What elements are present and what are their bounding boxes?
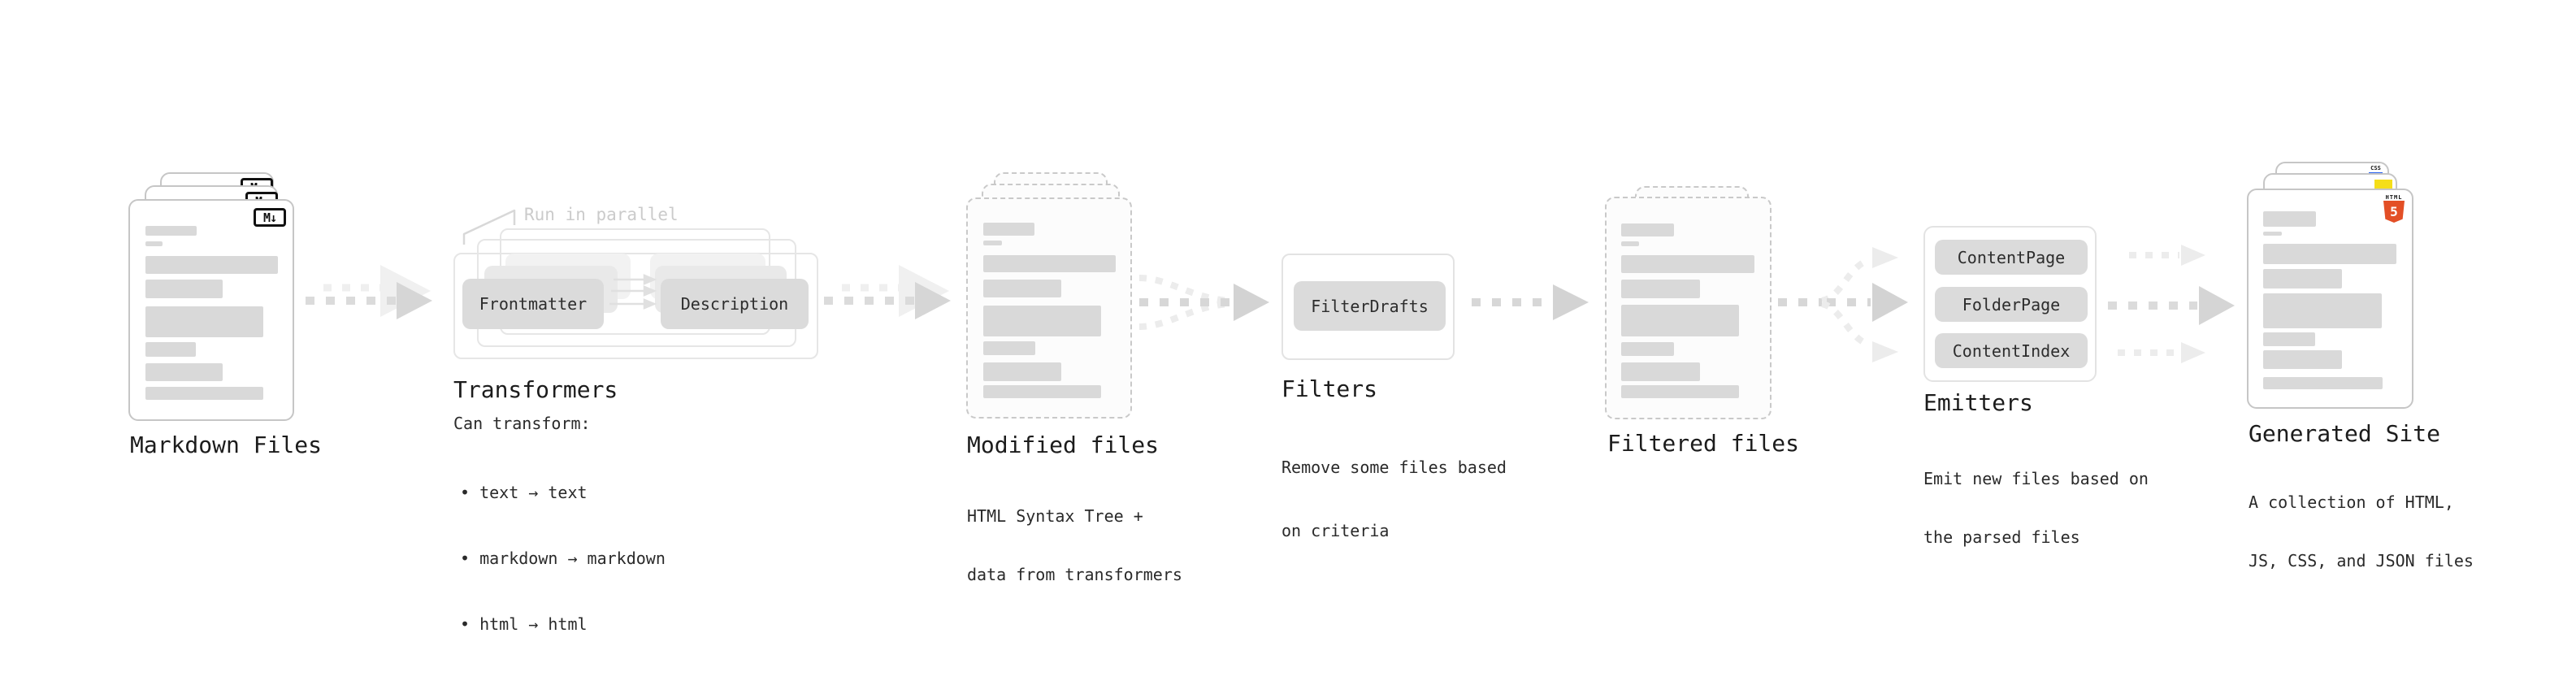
- text-placeholder-bar: [1621, 241, 1639, 246]
- text-placeholder-bar: [1621, 280, 1700, 298]
- transformer-pill-description: Description: [661, 279, 809, 329]
- filters-caption: Remove some files based on criteria: [1281, 414, 1507, 583]
- transformer-frame-front: [453, 253, 818, 359]
- text-placeholder-bar: [2263, 332, 2315, 346]
- text-placeholder-bar: [983, 255, 1116, 272]
- text-placeholder-bar: [1621, 342, 1674, 356]
- text-placeholder-bar: [1621, 305, 1739, 336]
- text-placeholder-bar: [145, 241, 163, 246]
- text-placeholder-bar: [145, 363, 223, 381]
- filtered-files-label: Filtered files: [1607, 430, 1800, 457]
- text-placeholder-bar: [983, 306, 1101, 336]
- flow-arrow-filters-to-filtered: [1472, 284, 1589, 320]
- transform-item: • html → html: [460, 614, 588, 634]
- transform-item: • text → text: [460, 483, 588, 502]
- text-placeholder-bar: [1621, 223, 1674, 236]
- text-placeholder-bar: [983, 241, 1002, 245]
- text-placeholder-bar: [1621, 255, 1754, 273]
- text-placeholder-bar: [145, 256, 278, 274]
- html5-icon-text: HTML: [2385, 194, 2403, 201]
- caption-line: HTML Syntax Tree +: [967, 506, 1143, 526]
- caption-line: the parsed files: [1923, 527, 2080, 547]
- caption-line: Emit new files based on: [1923, 469, 2149, 488]
- text-placeholder-bar: [2263, 244, 2396, 264]
- markdown-icon: M↓: [254, 208, 286, 227]
- modified-files-caption: HTML Syntax Tree + data from transformer…: [967, 467, 1182, 623]
- generated-site-label: Generated Site: [2249, 420, 2441, 447]
- text-placeholder-bar: [145, 387, 263, 400]
- text-placeholder-bar: [145, 226, 197, 236]
- transformers-caption-title: Can transform:: [453, 414, 591, 433]
- flow-arrow-filtered-to-emitters: [1778, 247, 1908, 362]
- text-placeholder-bar: [983, 280, 1061, 297]
- html5-icon: HTML 5: [2383, 194, 2405, 223]
- markdown-card-front: M↓: [128, 199, 294, 421]
- html5-icon-number: 5: [2390, 204, 2398, 219]
- text-placeholder-bar: [2263, 269, 2342, 288]
- generated-card-front: HTML 5: [2247, 189, 2413, 409]
- caption-line: JS, CSS, and JSON files: [2249, 551, 2474, 570]
- emitter-pill-folderpage: FolderPage: [1935, 287, 2088, 322]
- text-placeholder-bar: [145, 306, 263, 337]
- flow-arrow-modified-to-filters: [1138, 275, 1269, 330]
- html5-icon-shield: 5: [2383, 201, 2405, 223]
- caption-line: data from transformers: [967, 565, 1182, 584]
- filters-label: Filters: [1281, 375, 1378, 402]
- text-placeholder-bar: [2263, 211, 2316, 227]
- filter-pill-filterdrafts: FilterDrafts: [1294, 281, 1446, 331]
- caption-line: Remove some files based: [1281, 458, 1507, 477]
- css-icon-text: CSS: [2370, 165, 2381, 171]
- flow-arrow-transformers-to-modified: [824, 265, 951, 319]
- caption-line: A collection of HTML,: [2249, 492, 2454, 512]
- caption-line: on criteria: [1281, 521, 1390, 540]
- text-placeholder-bar: [983, 362, 1061, 381]
- text-placeholder-bar: [983, 385, 1101, 398]
- transformer-pill-frontmatter: Frontmatter: [462, 279, 604, 329]
- generated-site-caption: A collection of HTML, JS, CSS, and JSON …: [2249, 453, 2474, 609]
- flow-arrows-emitters-to-generated: [2108, 245, 2235, 363]
- flow-arrow-markdown-to-transformers: [306, 265, 432, 319]
- text-placeholder-bar: [145, 280, 223, 298]
- run-in-parallel-annotation: Run in parallel: [524, 205, 679, 224]
- modified-files-label: Modified files: [967, 432, 1160, 458]
- parallel-arrows-icon: [609, 274, 657, 310]
- emitters-caption: Emit new files based on the parsed files: [1923, 430, 2149, 586]
- text-placeholder-bar: [2263, 232, 2282, 236]
- text-placeholder-bar: [2263, 377, 2383, 389]
- transform-item: • markdown → markdown: [460, 549, 666, 568]
- transformers-caption-list: • text → text • markdown → markdown • ht…: [460, 438, 666, 679]
- annotation-leader-line: [462, 209, 516, 245]
- text-placeholder-bar: [983, 341, 1035, 355]
- modified-card-front: [966, 197, 1132, 419]
- text-placeholder-bar: [2263, 293, 2382, 328]
- text-placeholder-bar: [1621, 362, 1700, 381]
- text-placeholder-bar: [1621, 385, 1739, 398]
- emitter-pill-contentindex: ContentIndex: [1935, 333, 2088, 368]
- emitters-box: ContentPage FolderPage ContentIndex: [1923, 226, 2097, 382]
- javascript-icon: [2374, 180, 2392, 189]
- filters-box: FilterDrafts: [1281, 254, 1455, 360]
- text-placeholder-bar: [145, 342, 196, 357]
- text-placeholder-bar: [2263, 350, 2342, 369]
- text-placeholder-bar: [983, 223, 1034, 236]
- emitters-label: Emitters: [1923, 389, 2033, 416]
- transformers-label: Transformers: [453, 376, 618, 403]
- emitter-pill-contentpage: ContentPage: [1935, 240, 2088, 275]
- filtered-card-front: [1605, 197, 1772, 419]
- markdown-files-label: Markdown Files: [130, 432, 323, 458]
